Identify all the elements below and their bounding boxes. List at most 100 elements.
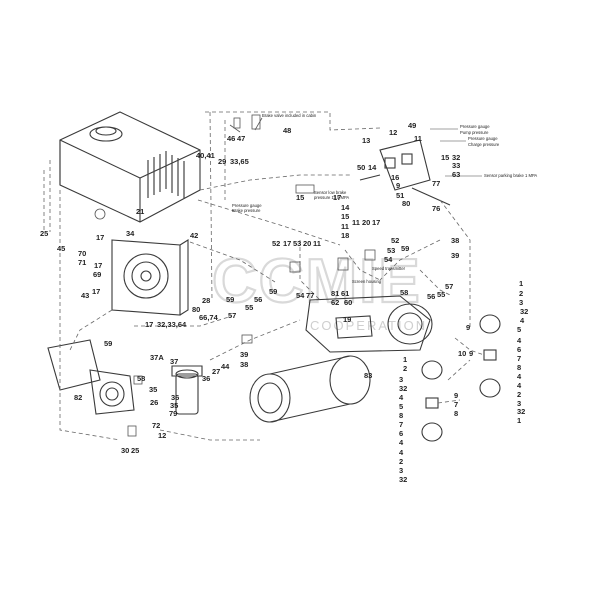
callout-59: 59 <box>226 295 234 304</box>
callout-1: 1 <box>517 416 521 425</box>
callout-9: 9 <box>466 323 470 332</box>
callout-11: 11 <box>414 134 422 143</box>
note-sensor-low-brake: Sensor low brake <box>314 190 347 195</box>
callout-2: 2 <box>517 390 521 399</box>
note-speed-transmitter: Speed transmitter <box>372 266 406 271</box>
callout-9: 9 <box>396 181 400 190</box>
callout-5: 5 <box>399 402 403 411</box>
callout-33: 33 <box>452 161 460 170</box>
note-pump-pressure: Pump pressure <box>460 130 489 135</box>
callout-60: 60 <box>344 298 352 307</box>
callout-16: 16 <box>391 173 399 182</box>
callout-4: 4 <box>517 381 522 390</box>
callout-27: 27 <box>212 367 220 376</box>
callout-17: 17 <box>283 239 291 248</box>
callout-53: 53 <box>293 239 301 248</box>
callout-4: 4 <box>517 372 522 381</box>
callout-2: 2 <box>399 457 403 466</box>
callout-17: 17 <box>145 320 153 329</box>
callout-32: 32 <box>399 384 407 393</box>
callout-54: 54 <box>384 255 393 264</box>
callout-32-33-64: 32,33,64 <box>157 320 187 329</box>
callout-34: 34 <box>126 229 135 238</box>
callout-59: 59 <box>104 339 112 348</box>
callout-4: 4 <box>520 316 525 325</box>
watermark: CCMIE COOPERATION <box>211 246 427 333</box>
callout-36: 36 <box>171 393 179 402</box>
callout-37A: 37A <box>150 353 164 362</box>
callout-17: 17 <box>333 193 341 202</box>
callout-43: 43 <box>81 291 89 300</box>
callout-40-41: 40,41 <box>196 151 215 160</box>
callout-4: 4 <box>517 336 522 345</box>
charge-pump <box>47 339 135 415</box>
callout-29: 29 <box>218 157 226 166</box>
callout-9: 9 <box>454 391 458 400</box>
note-pressure-gauge-pump: Pressure gauge <box>460 124 490 129</box>
callout-71: 71 <box>78 258 86 267</box>
callout-4: 4 <box>399 438 404 447</box>
callout-17: 17 <box>96 233 104 242</box>
callout-72: 72 <box>152 421 160 430</box>
callout-48: 48 <box>283 126 291 135</box>
callout-35: 35 <box>170 401 178 410</box>
callout-46: 46 <box>227 134 235 143</box>
callout-32: 32 <box>399 475 407 484</box>
callout-35: 35 <box>149 385 157 394</box>
callout-4: 4 <box>399 448 404 457</box>
callout-82: 82 <box>74 393 82 402</box>
callout-32: 32 <box>520 307 528 316</box>
callout-47: 47 <box>237 134 245 143</box>
callout-8: 8 <box>517 363 521 372</box>
callout-17: 17 <box>92 287 100 296</box>
callout-38: 38 <box>240 360 248 369</box>
callout-10: 10 <box>458 349 466 358</box>
callout-14: 14 <box>341 203 350 212</box>
callout-58: 58 <box>400 288 408 297</box>
callout-8: 8 <box>454 409 458 418</box>
callout-17: 17 <box>372 218 380 227</box>
callout-66-74: 66,74 <box>199 313 219 322</box>
note-charge-pressure: Charge pressure <box>468 142 500 147</box>
note-sensor-parking: Sensor parking brake 1 MPA <box>484 173 537 178</box>
callout-56: 56 <box>427 292 435 301</box>
callout-5: 5 <box>517 325 521 334</box>
transmission-block <box>305 295 433 353</box>
callout-9: 9 <box>469 349 473 358</box>
callout-52: 52 <box>391 236 399 245</box>
callout-19: 19 <box>343 315 351 324</box>
watermark-sub: COOPERATION <box>310 318 427 333</box>
note-brake-pressure: Brake pressure <box>232 208 261 213</box>
callout-42: 42 <box>190 231 198 240</box>
brake-accumulator <box>249 355 371 423</box>
callout-15: 15 <box>341 212 349 221</box>
note-pressure-gauge-brake: Pressure gauge <box>232 203 262 208</box>
callout-52: 52 <box>272 239 280 248</box>
callout-20: 20 <box>303 239 311 248</box>
watermark-brand: CCMIE <box>212 247 422 316</box>
callout-37: 37 <box>170 357 178 366</box>
callout-51: 51 <box>396 191 404 200</box>
callout-38: 38 <box>451 236 459 245</box>
callout-59: 59 <box>269 287 277 296</box>
callout-83: 83 <box>364 371 372 380</box>
callout-15: 15 <box>296 193 304 202</box>
callout-2: 2 <box>403 364 407 373</box>
callout-54: 54 <box>296 291 305 300</box>
callout-15: 15 <box>441 153 449 162</box>
callout-12: 12 <box>158 431 166 440</box>
note-pressure-gauge-charge: Pressure gauge <box>468 136 498 141</box>
callout-17: 17 <box>94 261 102 270</box>
callout-76: 76 <box>432 204 440 213</box>
callout-4: 4 <box>399 393 404 402</box>
callout-30: 30 <box>121 446 129 455</box>
callout-7: 7 <box>454 400 458 409</box>
note-brake-valve: Brake valve included in cabin <box>262 113 317 118</box>
callout-33-65: 33,65 <box>230 157 249 166</box>
callout-36: 36 <box>202 374 210 383</box>
callout-28: 28 <box>202 296 210 305</box>
callout-32: 32 <box>452 153 460 162</box>
callout-63: 63 <box>452 170 460 179</box>
